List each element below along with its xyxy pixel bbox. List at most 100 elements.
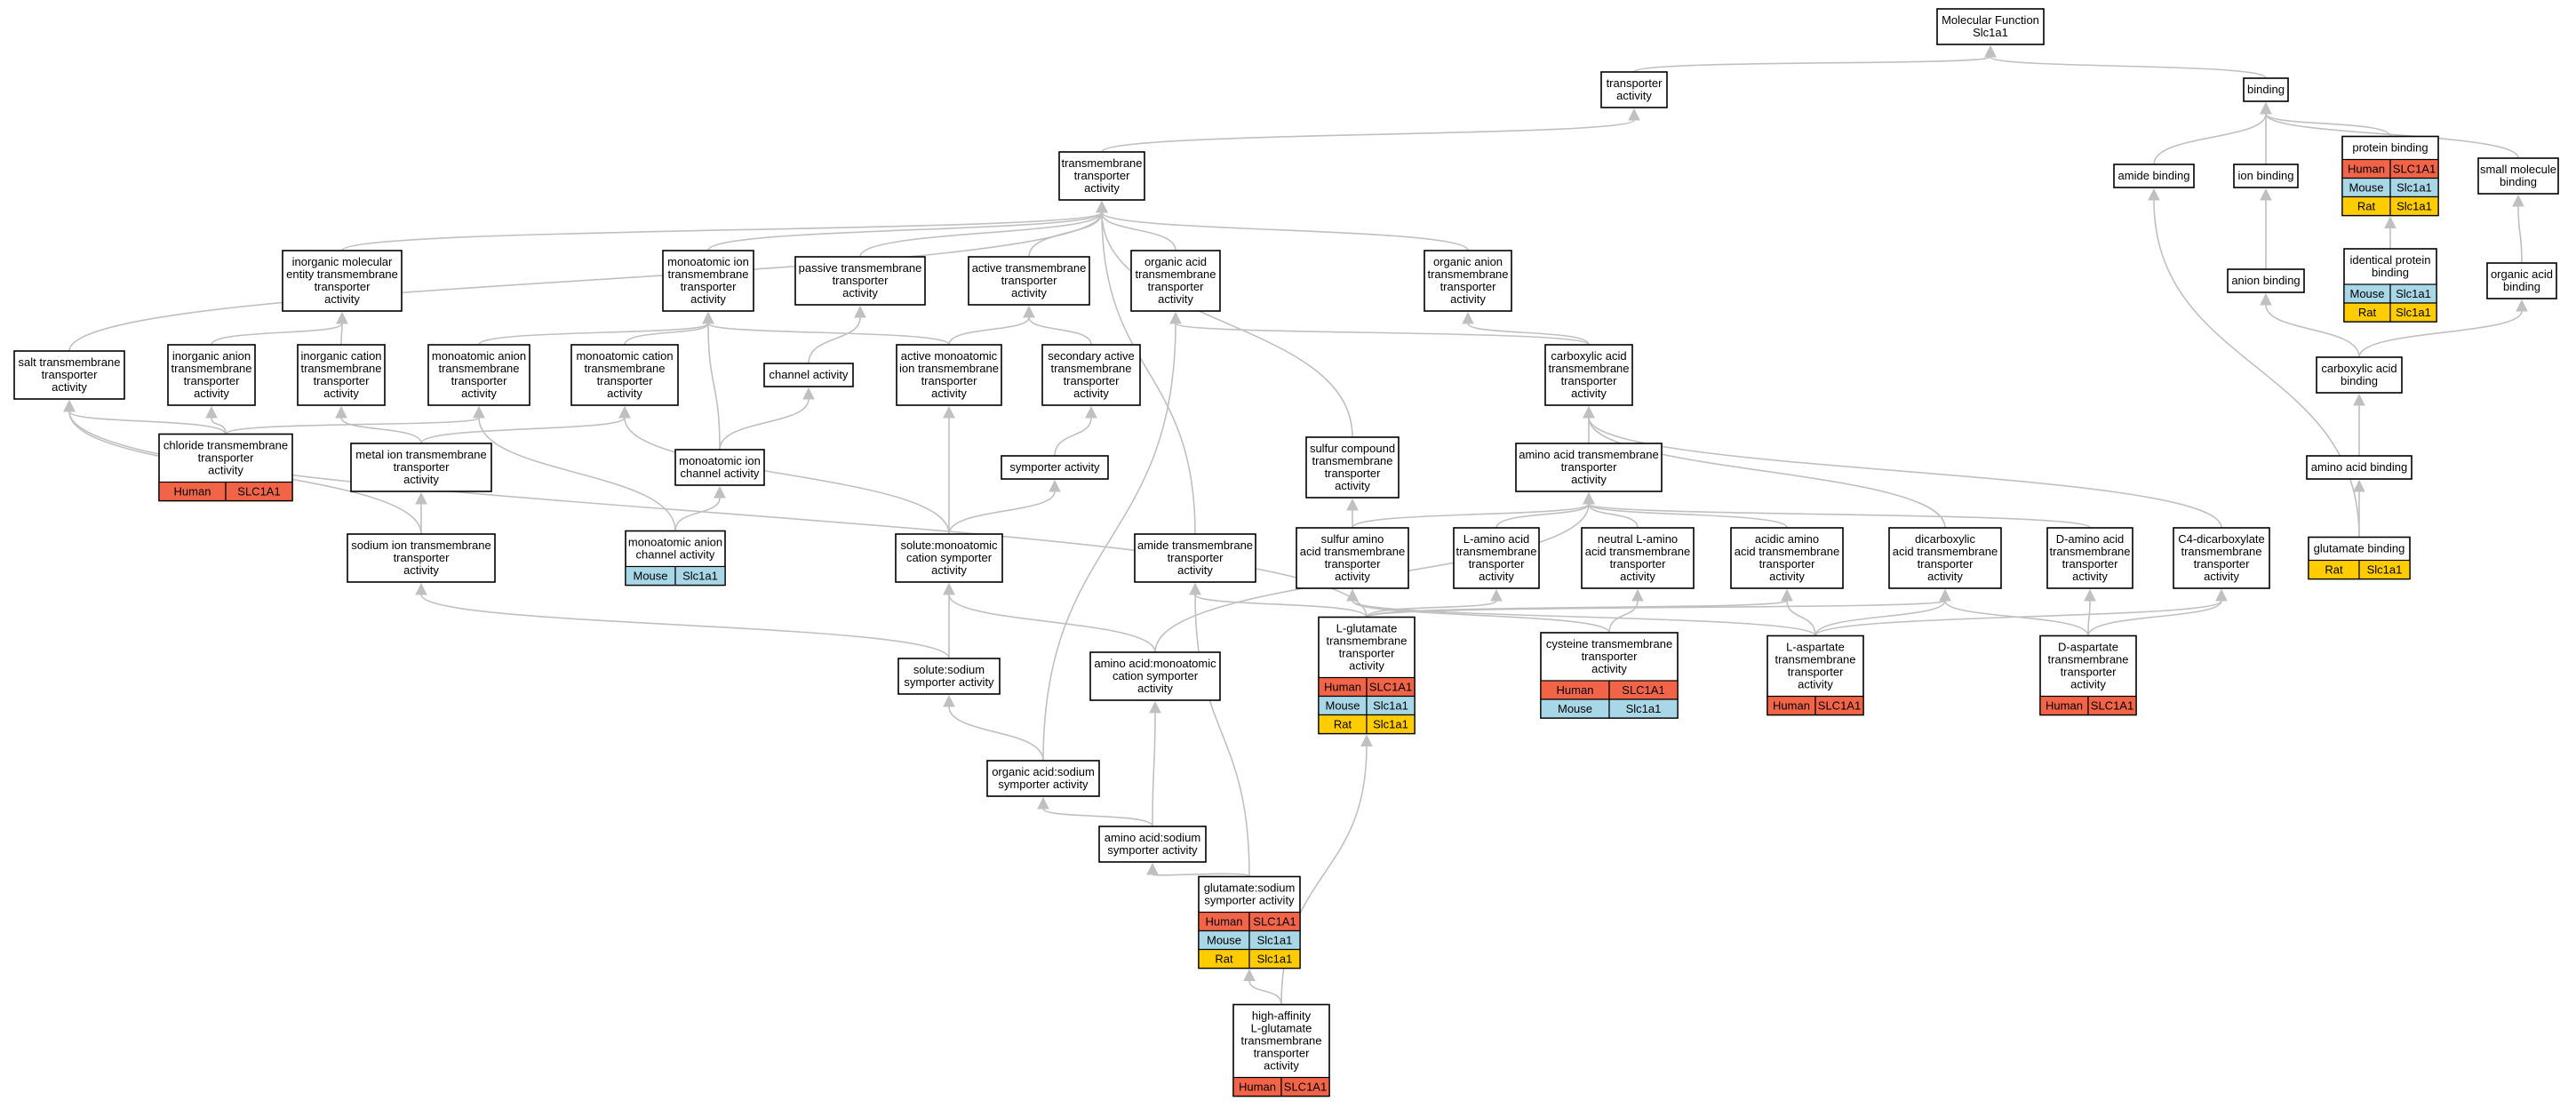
term-label-line: binding — [2372, 266, 2409, 279]
go-term-inorg_cation[interactable]: inorganic cationtransmembranetransporter… — [297, 344, 386, 406]
term-label-line: transmembrane — [300, 362, 381, 375]
edge-secondary_active-to-active_tm — [1028, 316, 1092, 346]
go-term-d_aspartate[interactable]: D-aspartatetransmembranetransporteractiv… — [2039, 634, 2137, 716]
go-term-l_glutamate_tm[interactable]: L-glutamatetransmembranetransporteractiv… — [1318, 616, 1416, 735]
term-label-line: transporter — [1561, 460, 1618, 474]
term-label-line: activity — [1349, 659, 1384, 673]
go-term-carboxylic_tm[interactable]: carboxylic acidtransmembranetransportera… — [1544, 344, 1633, 406]
term-label-line: transporter — [394, 460, 451, 474]
edge-chloride_tm-to-salt_tm — [68, 411, 227, 435]
term-label-line: transporter — [1148, 280, 1205, 293]
edge-chloride_tm-to-inorg_anion — [211, 417, 227, 435]
term-label-line: cation symporter — [1113, 669, 1199, 682]
term-label-line: transporter — [184, 374, 241, 387]
go-term-metal_ion_tm[interactable]: metal ion transmembranetransporteractivi… — [350, 443, 492, 492]
term-label-line: dicarboxylic — [1915, 532, 1975, 546]
gene-symbol-label: SLC1A1 — [1369, 681, 1412, 694]
go-term-org_acid_tm[interactable]: organic acidtransmembranetransporteracti… — [1130, 250, 1221, 312]
go-term-amino_acid_tm[interactable]: amino acid transmembranetransporteractiv… — [1515, 443, 1663, 492]
go-term-chloride_tm[interactable]: chloride transmembranetransporteractivit… — [158, 433, 293, 502]
go-term-l_aspartate[interactable]: L-aspartatetransmembranetransporteractiv… — [1767, 634, 1864, 716]
go-term-amide_binding[interactable]: amide binding — [2113, 164, 2195, 188]
term-label-line: small molecule — [2480, 163, 2556, 176]
edge-metal_ion_tm-to-inorg_cation — [340, 417, 422, 444]
go-term-sulfur_compound[interactable]: sulfur compoundtransmembranetransportera… — [1305, 436, 1400, 499]
go-term-channel[interactable]: channel activity — [763, 363, 854, 387]
arrowhead-d_aspartate-to-c4_dicarboxylate — [2215, 588, 2228, 602]
term-box — [167, 344, 256, 406]
term-label-line: carboxylic acid — [2321, 362, 2397, 375]
term-label-line: amino acid:monoatomic — [1094, 657, 1216, 670]
term-box — [897, 658, 1001, 695]
go-term-monocation_tm[interactable]: monoatomic cationtransmembranetransporte… — [570, 344, 679, 406]
go-term-anion_binding[interactable]: anion binding — [2227, 268, 2305, 293]
go-term-high_affinity[interactable]: high-affinityL-glutamatetransmembranetra… — [1232, 1003, 1330, 1097]
edge-l_glutamate_tm-to-amide_tm — [1194, 594, 1368, 618]
go-term-inorg_anion[interactable]: inorganic aniontransmembranetransportera… — [167, 344, 256, 406]
edge-cysteine_tm-to-sulfur_amino — [1352, 600, 1610, 634]
go-term-d_amino[interactable]: D-amino acidtransmembranetransporteracti… — [2046, 527, 2133, 589]
go-term-amino_acid_binding[interactable]: amino acid binding — [2306, 455, 2413, 480]
term-label-line: secondary active — [1048, 349, 1135, 363]
go-term-c4_dicarboxylate[interactable]: C4-dicarboxylatetransmembranetransporter… — [2173, 527, 2270, 589]
go-term-ion_binding[interactable]: ion binding — [2233, 164, 2299, 188]
go-term-l_amino[interactable]: L-amino acidtransmembranetransporteracti… — [1453, 527, 1540, 589]
gene-symbol-label: Slc1a1 — [1373, 699, 1408, 713]
arrowhead-inorg_cation-to-inorg_mol — [336, 311, 348, 324]
go-term-org_anion_tm[interactable]: organic aniontransmembranetransporteract… — [1424, 250, 1512, 312]
term-label-line: activity — [403, 473, 439, 486]
term-label-line: transporter — [315, 280, 371, 293]
edge-small_molecule_binding-to-binding — [2265, 113, 2519, 159]
go-term-secondary_active[interactable]: secondary activetransmembranetransporter… — [1041, 344, 1141, 406]
edge-org_acid_sodium-to-org_acid_tm — [1042, 323, 1176, 762]
edge-channel-to-passive — [808, 316, 861, 364]
go-term-monoanion_tm[interactable]: monoatomic aniontransmembranetransporter… — [427, 344, 530, 406]
gene-symbol-cell — [1814, 695, 1864, 716]
arrowhead-aa_monocation-to-solute_monocation — [943, 582, 955, 595]
arrowhead-high_affinity-to-l_glutamate_tm — [1360, 734, 1373, 746]
edge-solute_sodium-to-sodium_ion_tm — [420, 594, 950, 659]
go-term-binding[interactable]: binding — [2243, 77, 2289, 102]
term-label-line: cation symporter — [906, 551, 993, 564]
term-label-line: transporter — [1610, 557, 1667, 570]
go-term-cysteine_tm[interactable]: cysteine transmembranetransporteractivit… — [1540, 632, 1679, 719]
go-term-monoion_tm[interactable]: monoatomic iontransmembranetransporterac… — [662, 250, 754, 312]
edge-monoanion_tm-to-monoion_tm — [478, 323, 709, 346]
arrowhead-binding-to-mf — [1984, 44, 1997, 58]
edge-monoion_tm-to-tmta — [707, 211, 1103, 251]
go-term-symporter[interactable]: symporter activity — [1001, 455, 1109, 480]
gene-symbol-cell — [1280, 1076, 1330, 1097]
term-box — [1581, 527, 1695, 589]
term-box — [1730, 527, 1844, 589]
term-label-line: binding — [2500, 175, 2537, 188]
term-box — [1058, 151, 1145, 201]
go-term-sodium_ion_tm[interactable]: sodium ion transmembranetransporteractiv… — [347, 533, 496, 583]
